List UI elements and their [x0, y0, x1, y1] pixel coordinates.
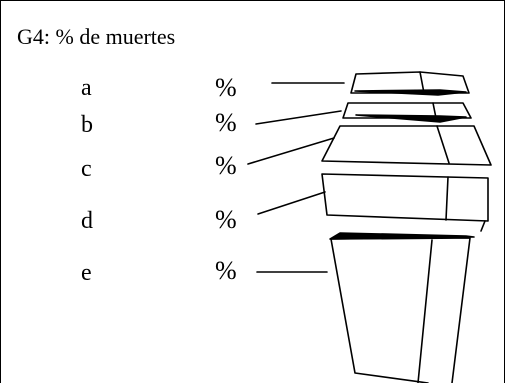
segment-a	[350, 71, 470, 96]
segment-d	[321, 173, 489, 232]
leader-line-c	[247, 137, 335, 165]
segment-b	[342, 102, 472, 123]
row-label-c: c	[81, 156, 92, 182]
row-label-e: e	[81, 260, 92, 286]
percent-sign-e: %	[215, 256, 237, 285]
percent-sign-b: %	[215, 108, 237, 137]
row-label-a: a	[81, 75, 92, 101]
row-label-d: d	[81, 208, 93, 234]
percent-sign-a: %	[215, 73, 237, 102]
percent-sign-c: %	[215, 151, 237, 180]
leader-line-b	[255, 110, 342, 125]
segment-e	[329, 232, 475, 383]
segment-c	[321, 125, 492, 166]
figure-title: G4: % de muertes	[17, 24, 176, 49]
row-label-b: b	[81, 112, 93, 138]
leader-line-d	[257, 191, 326, 215]
percent-sign-d: %	[215, 205, 237, 234]
